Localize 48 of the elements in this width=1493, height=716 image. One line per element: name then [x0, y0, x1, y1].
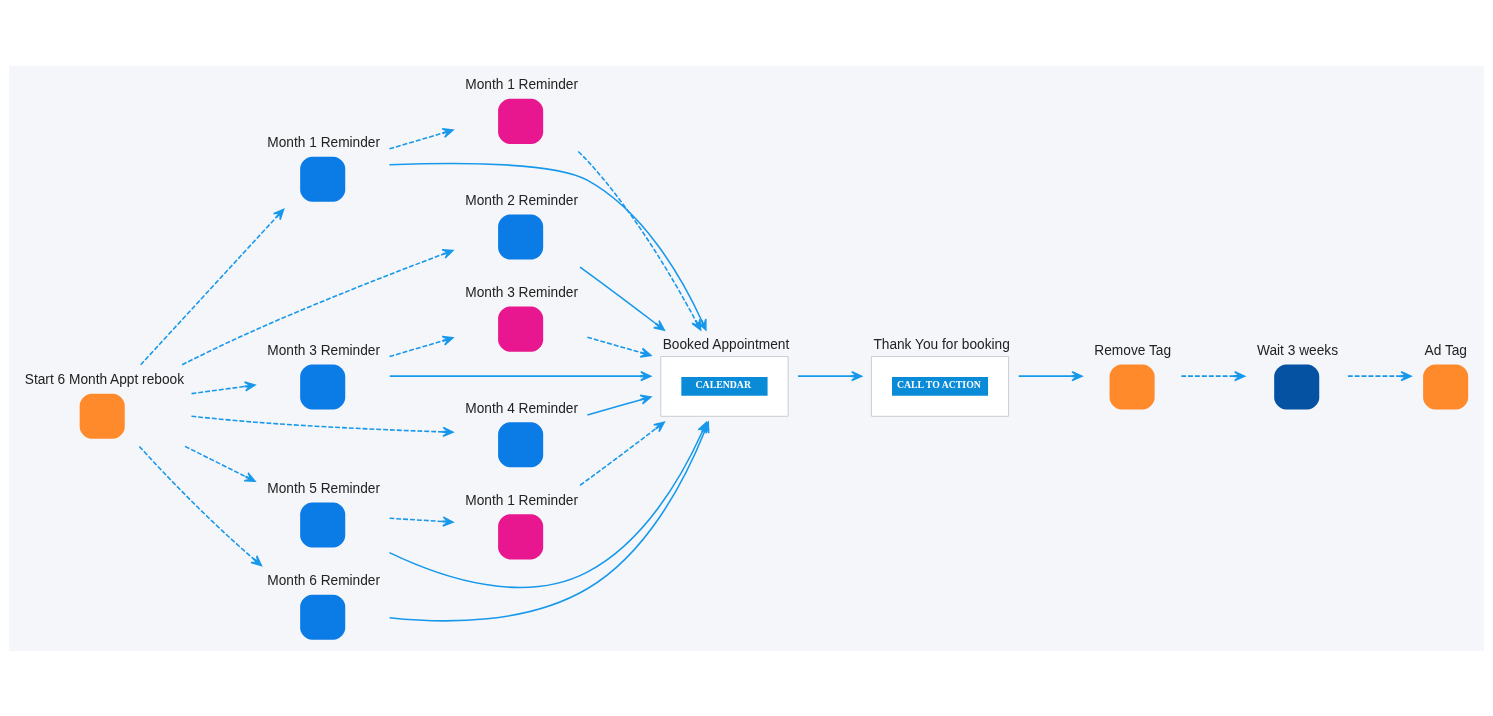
arrow — [577, 150, 702, 331]
arrow — [388, 515, 454, 527]
arrow — [579, 420, 665, 486]
arrow — [388, 162, 707, 331]
arrow — [1180, 370, 1246, 381]
node-box — [498, 213, 544, 260]
arrow — [190, 414, 454, 437]
arrow — [184, 445, 256, 482]
node-label: Thank You for booking — [873, 336, 1010, 352]
arrow — [139, 208, 285, 366]
node-label: Booked Appointment — [662, 336, 790, 352]
node-label: Month 4 Reminder — [465, 400, 578, 416]
arrow — [388, 335, 454, 357]
arrow — [1017, 370, 1083, 381]
node-box — [79, 393, 125, 439]
node-label: Month 3 Reminder — [465, 284, 578, 300]
node-label: Month 1 Reminder — [465, 76, 578, 92]
node-label: Remove Tag — [1094, 342, 1172, 358]
node-label: Ad Tag — [1424, 342, 1468, 358]
node-box — [1274, 363, 1320, 409]
arrow — [586, 335, 652, 358]
node-box — [498, 306, 544, 352]
node-label: Wait 3 weeks — [1257, 342, 1339, 358]
node-box — [300, 363, 346, 409]
arrow — [181, 248, 454, 365]
arrow — [1347, 370, 1412, 381]
node-box — [498, 513, 544, 559]
node-box — [300, 502, 346, 548]
node-label: Month 3 Reminder — [267, 342, 381, 358]
node-box — [1109, 363, 1155, 409]
arrow — [388, 127, 454, 150]
node-box — [498, 98, 544, 144]
node-label: Month 1 Reminder — [465, 492, 578, 508]
node-label: Month 6 Reminder — [267, 572, 381, 588]
arrow — [190, 380, 256, 394]
node-label: Month 1 Reminder — [267, 134, 381, 150]
arrow — [388, 370, 652, 381]
node-label: Month 5 Reminder — [267, 480, 381, 496]
node-box — [1423, 363, 1469, 409]
node-box — [300, 594, 346, 640]
arrow — [797, 370, 863, 381]
node-label: Month 2 Reminder — [465, 192, 578, 208]
node-box — [300, 156, 346, 202]
arrow — [579, 265, 665, 331]
node-box — [498, 421, 544, 467]
arrow — [138, 445, 263, 566]
arrow — [586, 394, 652, 416]
node-label: Start 6 Month Appt rebook — [24, 371, 185, 387]
